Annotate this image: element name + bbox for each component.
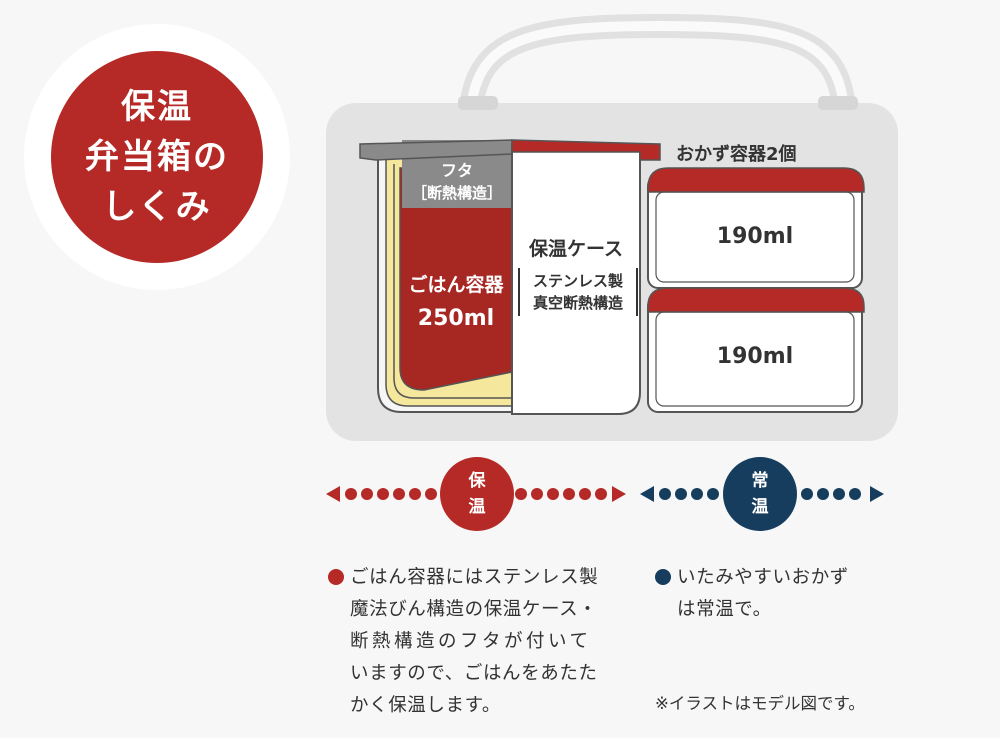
case-subtitle: ステンレス製 真空断熱構造 [518,268,638,316]
rice-container-label: ごはん容器 250ml [400,268,512,336]
side-containers-title: おかず容器2個 [676,144,797,165]
bag-handle-inner [465,20,850,129]
badge-line-3: しくみ [102,187,212,227]
title-badge: 保温 弁当箱の しくみ [51,51,263,263]
normal-range-line [640,457,884,531]
lid-label: フタ ［断熱構造］ [402,160,512,204]
warm-circle [440,457,514,531]
normal-description: いたみやすいおかず は常温で。 [655,562,915,626]
rice-label-line1: ごはん容器 [408,274,504,296]
rice-capacity: 250ml [417,306,495,331]
warm-desc-line4: いますので、ごはんをあたた [350,663,598,684]
warm-desc-line1: ごはん容器にはステンレス製 [328,562,628,594]
warm-range-line [326,457,626,531]
side-container-1-capacity: 190ml [716,224,794,249]
warm-label: 保 温 [440,468,514,520]
normal-label-bottom: 温 [751,497,769,517]
rice-container [399,167,513,391]
normal-label: 常 温 [723,468,797,520]
warm-label-top: 保 [468,471,486,491]
side-container-2 [647,287,865,413]
warm-description: ごはん容器にはステンレス製 魔法びん構造の保温ケース・ 断熱構造のフタが付いて … [328,562,628,722]
warm-desc-line2: 魔法びん構造の保温ケース・ [350,599,598,620]
insulated-case [511,145,641,415]
side-container-1 [647,167,865,289]
badge-line-1: 保温 [121,87,193,127]
warm-desc-line5: かく保温します。 [350,695,501,716]
normal-label-top: 常 [751,471,769,491]
lid-label-line1: フタ [440,161,473,180]
navy-bullet-icon [655,569,671,585]
warm-desc-line3: 断熱構造のフタが付いて [350,631,592,652]
normal-desc-line1: いたみやすいおかず [655,562,915,594]
illustration-note: ※イラストはモデル図です。 [655,694,865,713]
warm-label-bottom: 温 [468,497,486,517]
badge-line-2: 弁当箱の [85,137,229,177]
red-bullet-icon [328,569,344,585]
normal-circle [723,457,797,531]
warm-desc-text1: ごはん容器にはステンレス製 [350,567,599,588]
lid-label-line2: ［断熱構造］ [411,184,502,202]
case-lid [511,139,661,161]
case-sub-line1: ステンレス製 [532,272,623,290]
side-container-2-capacity: 190ml [716,344,794,369]
case-title: 保温ケース [528,238,624,260]
case-sub-line2: 真空断熱構造 [532,294,623,312]
normal-desc-line2: は常温で。 [677,599,772,620]
normal-desc-text1: いたみやすいおかず [677,567,849,588]
